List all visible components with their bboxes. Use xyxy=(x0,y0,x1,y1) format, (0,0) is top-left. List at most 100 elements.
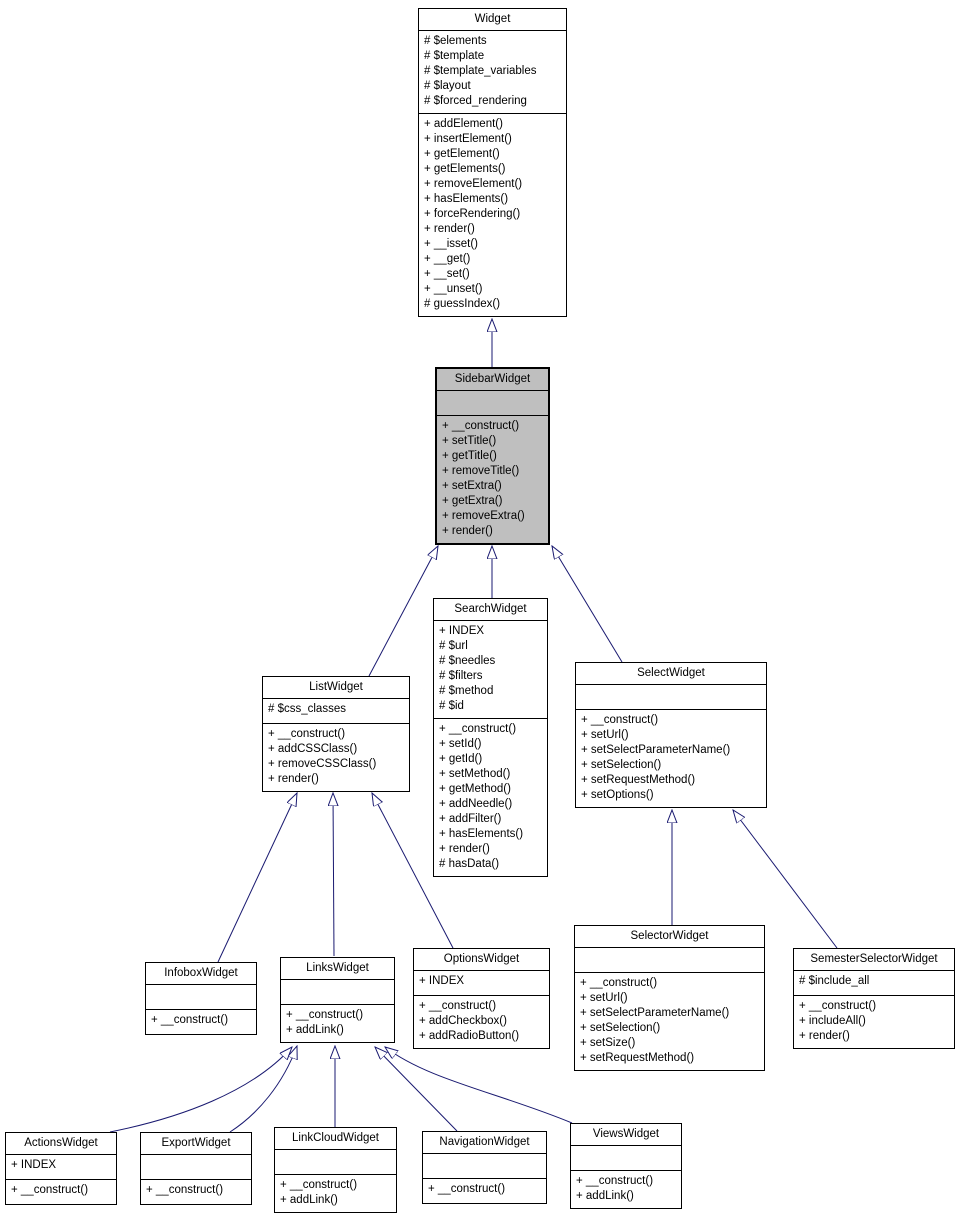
class-box-selectwidget[interactable]: SelectWidget + __construct() + setUrl() + … xyxy=(575,662,767,808)
class-box-optionswidget[interactable]: OptionsWidget + INDEX + __construct()+ a… xyxy=(413,948,550,1049)
class-box-listwidget[interactable]: ListWidget # $css_classes + __construct(… xyxy=(262,676,410,792)
member-line: + setMethod() xyxy=(439,768,511,780)
member-line: + __get() xyxy=(424,253,471,265)
member-line: + __construct() xyxy=(428,1183,506,1195)
class-title: SelectWidget xyxy=(637,667,705,679)
member-line: + getElement() xyxy=(424,148,500,160)
member-line: + render() xyxy=(442,525,493,537)
member-line: + addNeedle() xyxy=(439,798,513,810)
member-line: + INDEX xyxy=(439,625,485,637)
member-line: # hasData() xyxy=(439,858,500,870)
edge-infoboxwidget-to-listwidget xyxy=(217,793,297,963)
class-title: LinksWidget xyxy=(306,962,369,974)
member-line: # $layout xyxy=(424,80,471,92)
member-line: + __set() xyxy=(424,268,470,280)
member-line: # $method xyxy=(439,685,494,697)
class-title: NavigationWidget xyxy=(439,1136,530,1148)
fields-section: # $include_all xyxy=(794,970,954,995)
member-line: + __construct() xyxy=(280,1179,358,1191)
member-line: + __construct() xyxy=(580,977,658,989)
member-line: + __construct() xyxy=(419,1000,497,1012)
member-line: + includeAll() xyxy=(799,1015,866,1027)
class-title: ViewsWidget xyxy=(592,1128,660,1140)
member-line: + addRadioButton() xyxy=(419,1030,520,1042)
methods-section: + __construct() + setUrl() + setSelectPara… xyxy=(575,972,764,1070)
member-line: + setSelection() xyxy=(581,759,662,771)
fields-section xyxy=(576,684,766,709)
fields-section: # $elements# $template# $template_variab… xyxy=(419,30,566,113)
member-line: + __construct() xyxy=(268,728,346,740)
edge-viewswidget-to-linkswidget xyxy=(385,1047,573,1124)
class-box-searchwidget[interactable]: SearchWidget + INDEX# $url# $needles# $f… xyxy=(433,598,548,877)
edge-exportwidget-to-linkswidget xyxy=(229,1046,297,1133)
member-line: + removeCSSClass() xyxy=(268,758,377,770)
class-box-widget[interactable]: Widget # $elements# $template# $template… xyxy=(418,8,567,317)
class-box-sidebarwidget[interactable]: SidebarWidget + __construct() + setTitle(… xyxy=(435,367,550,545)
member-line: + __construct() xyxy=(11,1184,89,1196)
fields-section xyxy=(275,1149,396,1174)
methods-section: + __construct()+ addLink() xyxy=(571,1170,681,1208)
member-line: + addElement() xyxy=(424,118,503,130)
member-line: + setSelection() xyxy=(580,1022,661,1034)
member-line: + INDEX xyxy=(11,1159,57,1171)
methods-section: + __construct() xyxy=(146,1009,256,1034)
member-line: + setRequestMethod() xyxy=(580,1052,695,1064)
member-line: + __construct() xyxy=(442,420,520,432)
member-line: + setExtra() xyxy=(442,480,502,492)
member-line: + setUrl() xyxy=(580,992,628,1004)
fields-section: + INDEX# $url# $needles# $filters# $meth… xyxy=(434,620,547,718)
member-line: + setTitle() xyxy=(442,435,497,447)
class-box-linkcloudwidget[interactable]: LinkCloudWidget + __construct()+ addLink… xyxy=(274,1127,397,1213)
edge-optionswidget-to-listwidget xyxy=(372,793,454,949)
fields-section xyxy=(146,984,256,1009)
member-line: + removeElement() xyxy=(424,178,523,190)
member-line: + removeExtra() xyxy=(442,510,525,522)
fields-section: + INDEX xyxy=(6,1154,116,1179)
class-title: ActionsWidget xyxy=(24,1137,98,1149)
class-box-infoboxwidget[interactable]: InfoboxWidget + __construct() xyxy=(145,962,257,1035)
class-title: SidebarWidget xyxy=(454,373,531,385)
member-line: # $url xyxy=(439,640,468,652)
member-line: # $needles xyxy=(439,655,496,667)
member-line: + render() xyxy=(799,1030,850,1042)
edge-actionswidget-to-linkswidget xyxy=(109,1047,292,1133)
member-line: + __construct() xyxy=(439,723,517,735)
class-box-linkswidget[interactable]: LinksWidget + __construct()+ addLink() xyxy=(280,957,395,1043)
methods-section: + __construct()+ setUrl()+ setSelectPara… xyxy=(576,709,766,807)
edge-navigationwidget-to-linkswidget xyxy=(375,1047,458,1132)
member-line: + forceRendering() xyxy=(424,208,521,220)
fields-section xyxy=(437,390,548,415)
fields-section xyxy=(575,947,764,972)
class-box-selectorwidget[interactable]: SelectorWidget + __construct() + setUrl()… xyxy=(574,925,765,1071)
methods-section: + __construct() xyxy=(141,1179,251,1204)
class-box-navigationwidget[interactable]: NavigationWidget + __construct() xyxy=(422,1131,547,1204)
class-box-exportwidget[interactable]: ExportWidget + __construct() xyxy=(140,1132,252,1205)
member-line: + setUrl() xyxy=(581,729,629,741)
member-line: + removeTitle() xyxy=(442,465,520,477)
member-line: # $template_variables xyxy=(424,65,537,77)
methods-section: + __construct()+ addCSSClass()+ removeCS… xyxy=(263,723,409,791)
member-line: # $template xyxy=(424,50,485,62)
member-line: + addLink() xyxy=(286,1024,344,1036)
member-line: + __construct() xyxy=(581,714,659,726)
member-line: + addFilter() xyxy=(439,813,502,825)
class-title: LinkCloudWidget xyxy=(292,1132,379,1144)
class-title: SelectorWidget xyxy=(630,930,709,942)
member-line: + getMethod() xyxy=(439,783,511,795)
class-title: InfoboxWidget xyxy=(164,967,238,979)
class-title: ListWidget xyxy=(309,681,363,693)
class-title: SemesterSelectorWidget xyxy=(810,953,938,965)
class-box-actionswidget[interactable]: ActionsWidget + INDEX + __construct() xyxy=(5,1132,117,1205)
class-box-semesterselectorwidget[interactable]: SemesterSelectorWidget # $include_all + … xyxy=(793,948,955,1049)
member-line: + __construct() xyxy=(146,1184,224,1196)
edge-semesterselectorwidget-to-selectwidget xyxy=(733,810,838,949)
member-line: + hasElements() xyxy=(424,193,509,205)
member-line: + setSelectParameterName() xyxy=(580,1007,730,1019)
methods-section: + __construct()+ addLink() xyxy=(275,1174,396,1212)
fields-section xyxy=(423,1153,546,1178)
member-line: + render() xyxy=(268,773,319,785)
class-title: SearchWidget xyxy=(454,603,527,615)
class-box-viewswidget[interactable]: ViewsWidget + __construct()+ addLink() xyxy=(570,1123,682,1209)
